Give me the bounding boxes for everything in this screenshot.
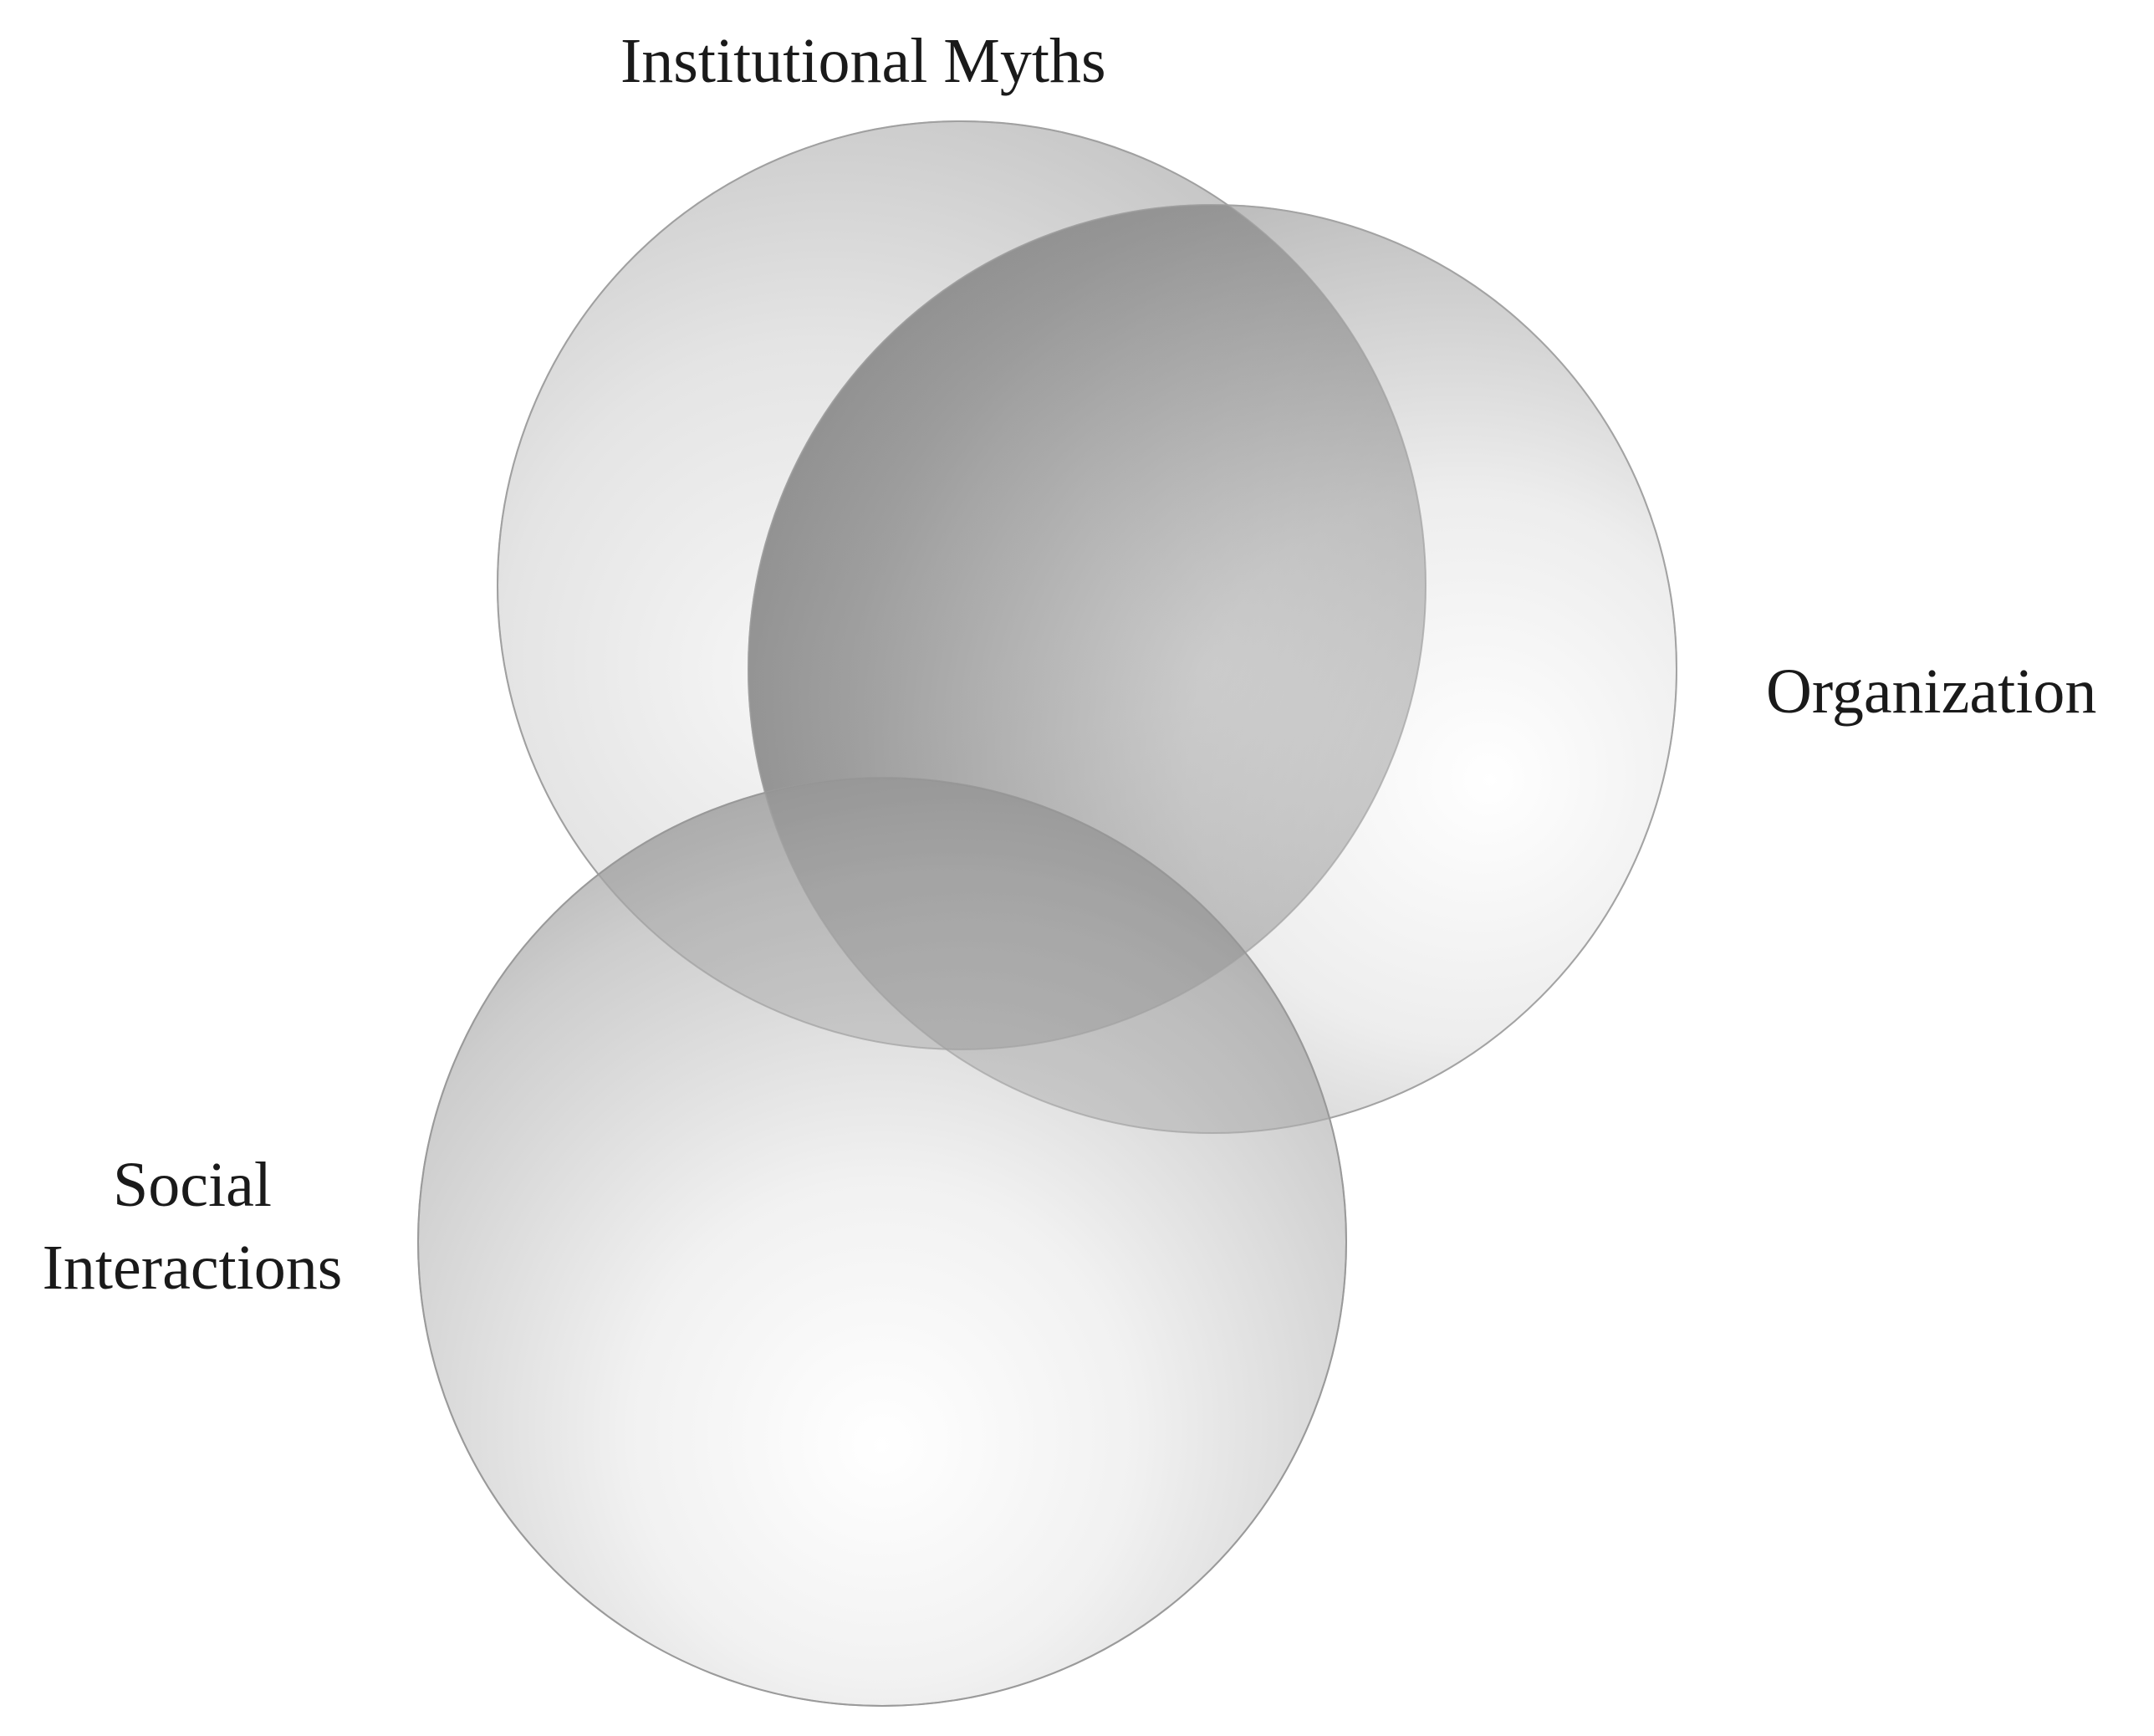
social-interactions-label-line1: Social [113,1150,272,1220]
institutional-myths-label: Institutional Myths [620,26,1106,96]
organization-outline [748,204,1677,1134]
institutional-myths-outline [497,120,1427,1050]
social-interactions-label: Social Interactions [25,1144,360,1310]
organization-label: Organization [1766,656,2097,727]
social-interactions-outline [417,777,1347,1707]
social-interactions-label-line2: Interactions [42,1232,343,1303]
social-organization-overlap [748,778,1346,1133]
